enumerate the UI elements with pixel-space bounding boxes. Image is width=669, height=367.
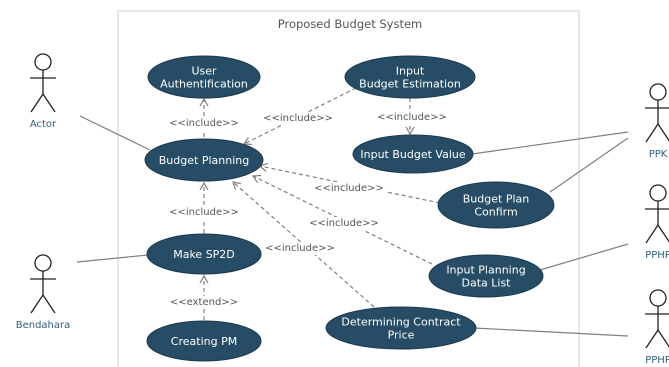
relation-label-bg <box>263 242 337 255</box>
use-case-ellipse <box>147 55 261 99</box>
relation-label-bg <box>261 112 335 125</box>
use-case-creating-pm[interactable]: Creating PM <box>146 320 262 362</box>
actor-right-leg <box>657 224 669 243</box>
actor-pphp1: PPHP <box>645 184 669 261</box>
relation-label-bg <box>167 296 241 309</box>
actor-actor: Actor <box>30 53 57 130</box>
actor-pphp2: PPHP <box>645 289 669 366</box>
association-ppk-input-budget-value <box>471 131 629 155</box>
use-case-label: Input Planning <box>446 264 525 277</box>
actor-head <box>649 83 667 101</box>
actor-head <box>649 184 667 202</box>
use-case-label: Input <box>396 65 425 78</box>
use-case-ellipse <box>437 181 555 229</box>
use-case-make-sp2d[interactable]: Make SP2D <box>146 233 262 275</box>
use-case-label: Budget Estimation <box>359 78 461 91</box>
actor-label: Actor <box>30 119 57 130</box>
relation-label: <<include>> <box>169 118 239 129</box>
association-pphp2-determining-contract-price <box>473 327 629 337</box>
use-case-budget-planning[interactable]: Budget Planning <box>144 138 264 182</box>
actor-left-leg <box>30 294 44 314</box>
use-case-label: Make SP2D <box>173 248 235 261</box>
use-case-ellipse <box>144 138 264 182</box>
relation-label: <<include>> <box>309 218 379 229</box>
actor-ppk: PPK <box>645 83 669 160</box>
relation-label: <<extend>> <box>170 297 238 308</box>
use-case-label: User <box>191 65 217 78</box>
actor-right-leg <box>42 294 56 314</box>
use-case-label: Budget Planning <box>159 154 249 167</box>
actor-label: Bendahara <box>16 320 71 331</box>
relation-label-bg <box>167 206 241 219</box>
relation-label-bg <box>307 217 381 230</box>
use-case-label: Authentification <box>160 78 248 91</box>
use-case-label: Budget Plan <box>463 193 529 206</box>
actor-label: PPK <box>649 149 668 160</box>
use-case-ellipse <box>146 233 262 275</box>
association-actor-budget-planning <box>79 115 151 151</box>
actor-left-leg <box>645 123 659 143</box>
association-bendahara-make-sp2d <box>76 254 149 263</box>
use-case-ellipse <box>325 306 477 350</box>
relation-label: <<include>> <box>314 183 384 194</box>
use-case-ellipse <box>344 55 476 99</box>
system-title: Proposed Budget System <box>278 17 423 31</box>
actor-bendahara: Bendahara <box>16 254 71 331</box>
actor-right-leg <box>42 93 56 113</box>
use-case-label: Price <box>388 329 415 342</box>
actor-right-leg <box>657 329 669 348</box>
use-case-ellipse <box>428 254 544 298</box>
use-case-ellipse <box>352 134 474 174</box>
actor-label: PPHP <box>645 355 669 366</box>
actor-head <box>649 289 667 307</box>
relation-label: <<include>> <box>265 243 335 254</box>
relation-label-bg <box>375 111 449 124</box>
use-case-ellipse <box>146 320 262 362</box>
use-case-input-budget-value[interactable]: Input Budget Value <box>352 134 474 174</box>
actor-head <box>34 254 52 272</box>
use-case-label: Determining Contract <box>341 316 461 329</box>
actor-left-leg <box>30 93 44 113</box>
relation-label-bg <box>167 117 241 130</box>
relation-label: <<include>> <box>377 112 447 123</box>
use-case-label: Input Budget Value <box>360 148 465 161</box>
actor-right-leg <box>657 123 669 142</box>
relation-label-bg <box>312 182 386 195</box>
actor-label: PPHP <box>645 250 669 261</box>
actor-left-leg <box>645 224 659 244</box>
actor-head <box>34 53 52 71</box>
relation-label: <<include>> <box>263 113 333 124</box>
use-case-label: Data List <box>462 277 512 290</box>
use-case-label: Creating PM <box>171 335 237 348</box>
actor-left-leg <box>645 329 659 349</box>
association-ppk-budget-plan-confirm <box>549 137 629 193</box>
association-pphp1-input-planning-data-list <box>539 243 629 271</box>
use-case-label: Confirm <box>474 206 517 219</box>
relation-label: <<include>> <box>169 207 239 218</box>
